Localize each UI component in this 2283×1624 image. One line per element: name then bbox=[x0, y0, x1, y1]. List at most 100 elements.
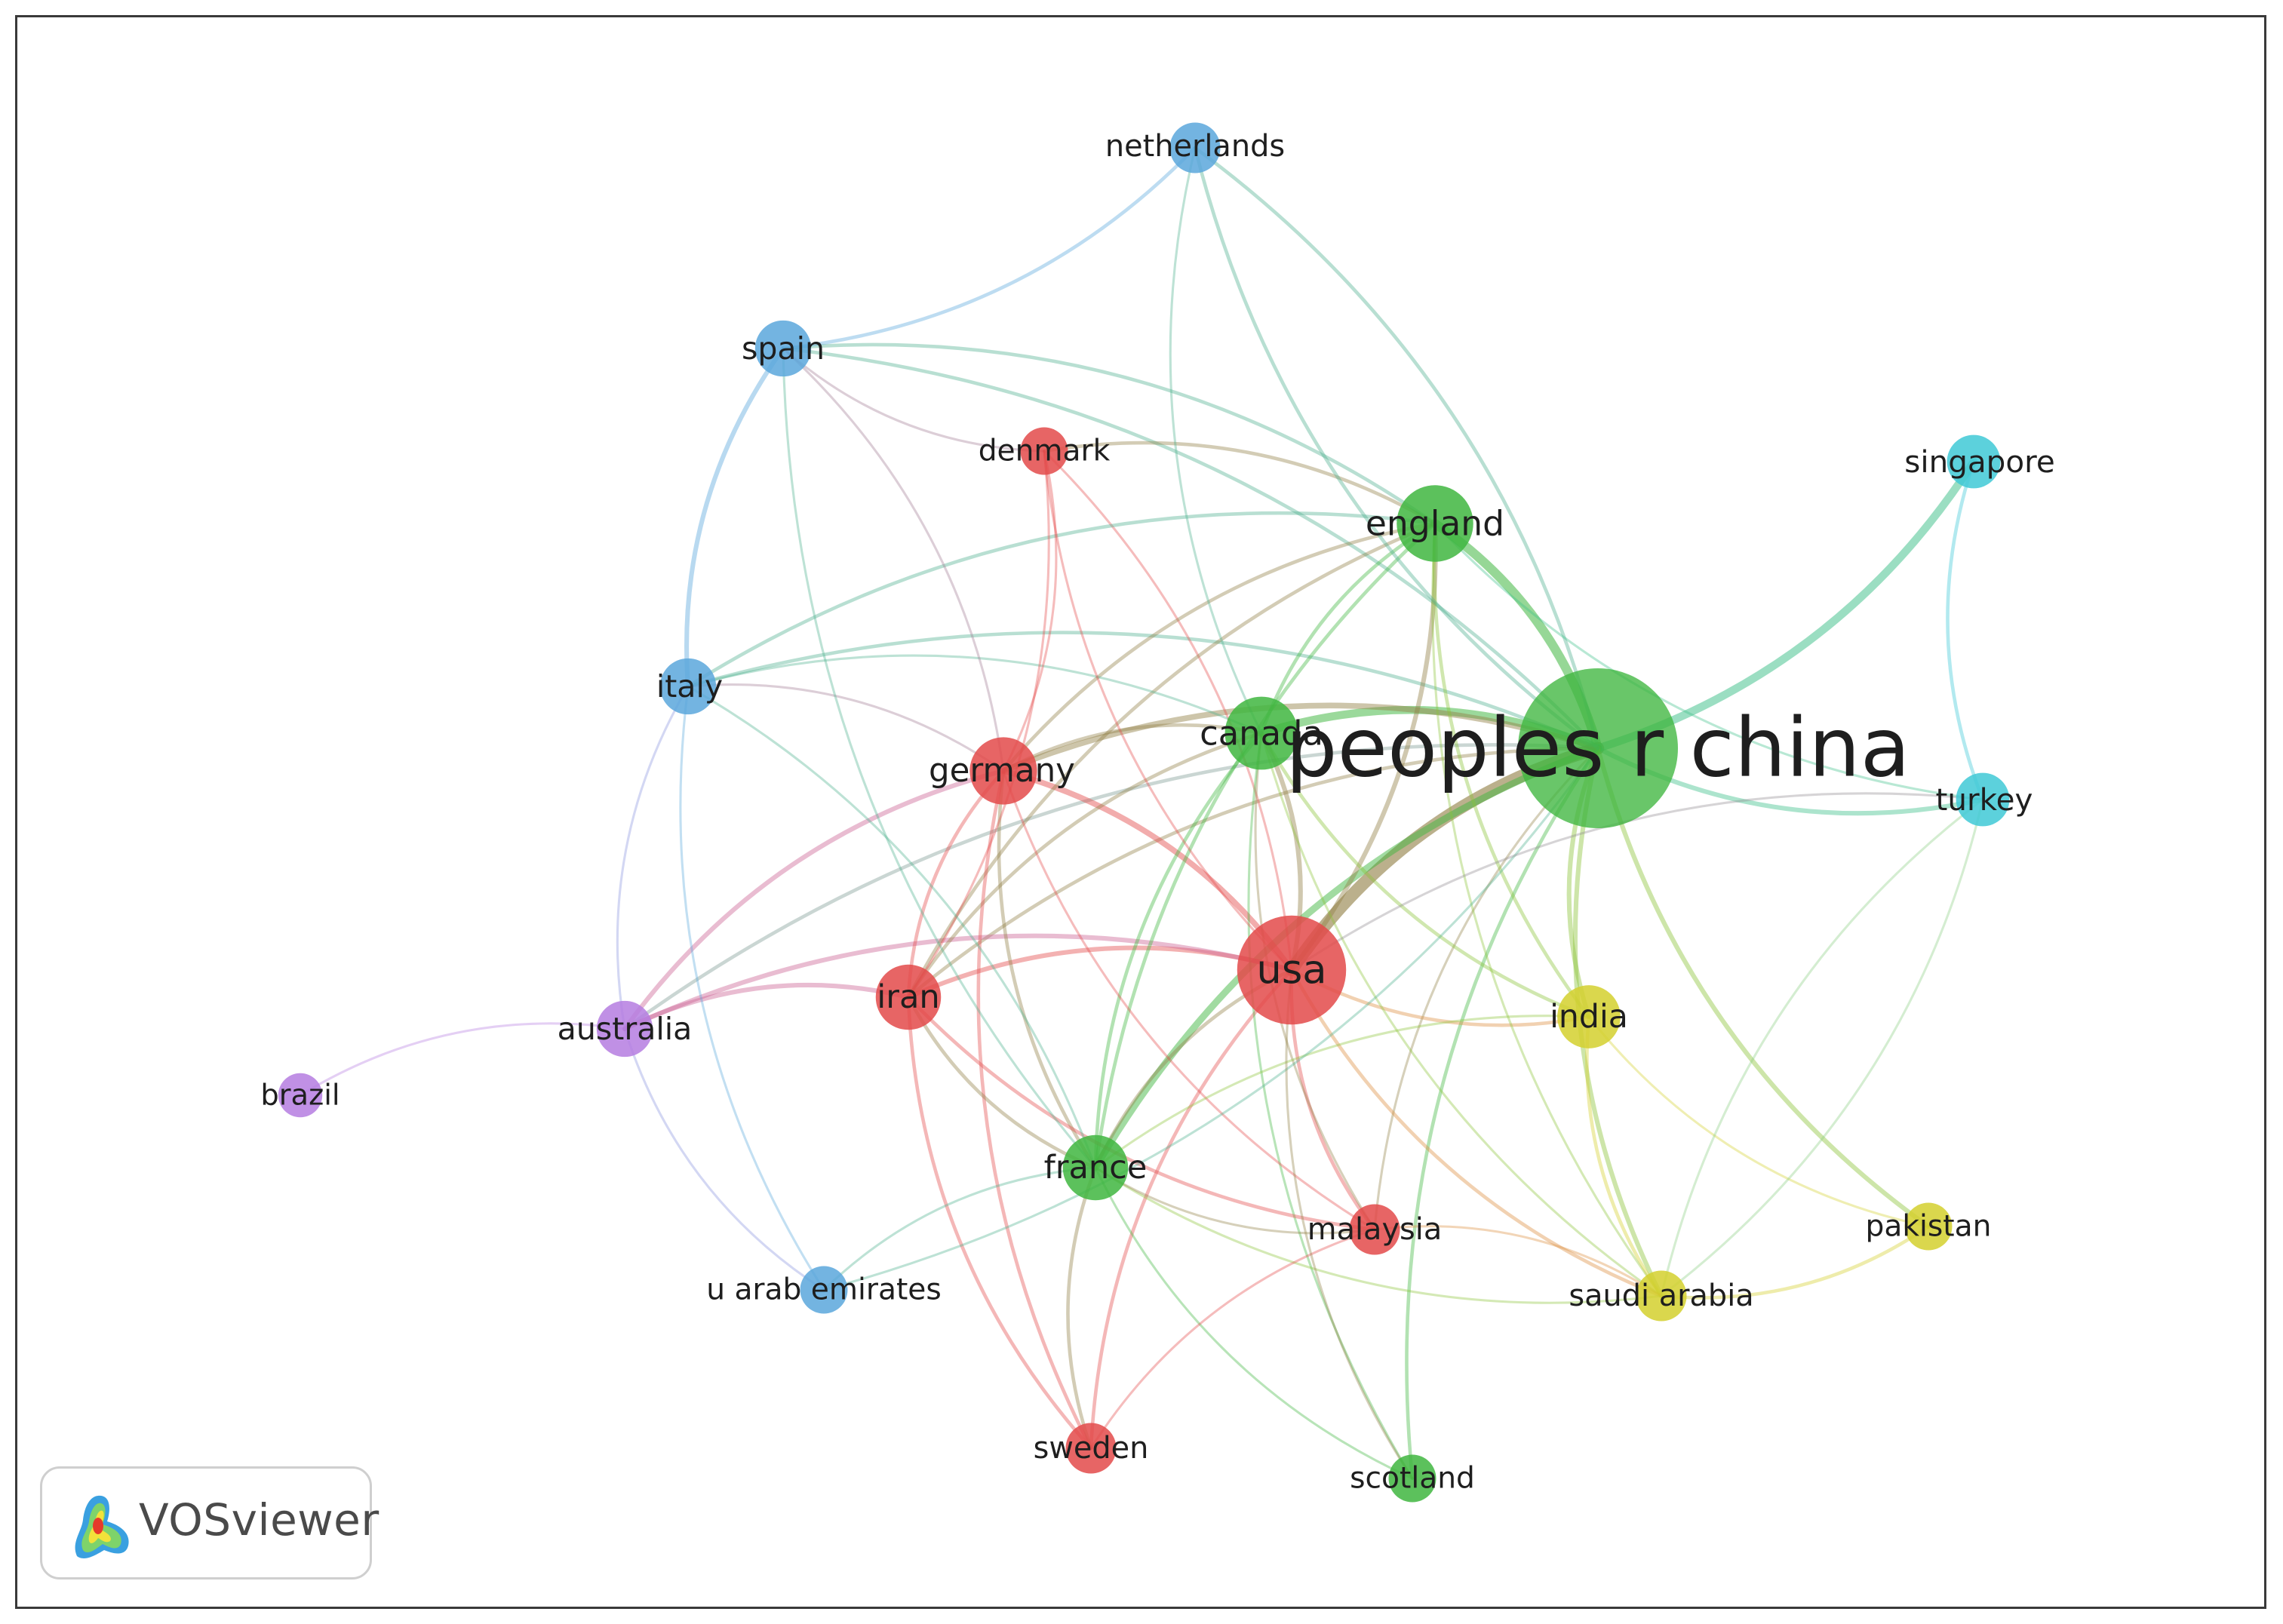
node-singapore[interactable] bbox=[1947, 434, 2001, 489]
link-uae-china bbox=[822, 747, 1599, 1291]
link-usa-england bbox=[1289, 520, 1438, 973]
link-china-scotland bbox=[1405, 746, 1600, 1481]
link-france-scotland bbox=[1094, 1166, 1414, 1480]
node-australia[interactable] bbox=[596, 1000, 653, 1058]
node-label-iran[interactable]: iran bbox=[877, 978, 939, 1016]
node-spain[interactable] bbox=[754, 320, 812, 377]
node-label-denmark[interactable]: denmark bbox=[979, 434, 1111, 468]
link-england-italy bbox=[686, 511, 1437, 689]
link-germany-spain bbox=[782, 347, 1005, 772]
link-england-france bbox=[1093, 521, 1437, 1170]
vosviewer-logo-icon bbox=[75, 1495, 129, 1558]
link-china-germany bbox=[1000, 702, 1601, 774]
visualization-frame bbox=[15, 15, 2266, 1609]
link-england-germany bbox=[1001, 521, 1437, 773]
node-iran[interactable] bbox=[875, 964, 942, 1030]
link-netherlands-china bbox=[1193, 146, 1600, 751]
nodes-layer bbox=[278, 122, 2010, 1503]
node-label-china[interactable]: peoples r china bbox=[1286, 701, 1910, 796]
link-canada-italy bbox=[687, 654, 1263, 735]
node-label-scotland[interactable]: scotland bbox=[1350, 1462, 1475, 1496]
node-label-germany[interactable]: germany bbox=[929, 752, 1075, 790]
node-label-france[interactable]: france bbox=[1044, 1149, 1148, 1187]
link-canada-iran bbox=[906, 731, 1264, 999]
node-china[interactable] bbox=[1518, 668, 1678, 828]
link-india-pakistan bbox=[1587, 1015, 1930, 1228]
link-canada-scotland bbox=[1247, 732, 1414, 1480]
link-india-saudi bbox=[1585, 1015, 1664, 1298]
link-usa-scotland bbox=[1285, 969, 1414, 1480]
link-canada-india bbox=[1259, 731, 1591, 1019]
link-spain-france bbox=[782, 347, 1097, 1169]
node-label-sweden[interactable]: sweden bbox=[1034, 1431, 1149, 1466]
node-label-usa[interactable]: usa bbox=[1256, 947, 1326, 993]
link-turkey-saudi bbox=[1660, 798, 1984, 1297]
link-iran-sweden bbox=[906, 995, 1093, 1451]
node-label-italy[interactable]: italy bbox=[656, 668, 723, 705]
link-france-saudi bbox=[1094, 1166, 1663, 1304]
node-germany[interactable] bbox=[969, 737, 1037, 805]
link-usa-iran bbox=[905, 945, 1295, 1000]
link-iran-denmark bbox=[907, 450, 1050, 999]
node-label-turkey[interactable]: turkey bbox=[1936, 781, 2033, 818]
link-saudi-pakistan bbox=[1659, 1224, 1931, 1300]
node-sweden[interactable] bbox=[1065, 1423, 1117, 1474]
node-india[interactable] bbox=[1557, 985, 1621, 1048]
node-malaysia[interactable] bbox=[1349, 1204, 1400, 1255]
link-singapore-turkey bbox=[1946, 459, 1985, 802]
node-label-singapore[interactable]: singapore bbox=[1904, 444, 2054, 480]
node-uae[interactable] bbox=[800, 1266, 848, 1314]
link-china-netherlands bbox=[1193, 146, 1600, 751]
link-france-malaysia bbox=[1094, 1166, 1376, 1235]
node-label-canada[interactable]: canada bbox=[1200, 714, 1323, 754]
link-england-saudi bbox=[1431, 522, 1663, 1297]
link-china-pakistan bbox=[1595, 745, 1931, 1230]
node-label-brazil[interactable]: brazil bbox=[260, 1079, 340, 1113]
node-label-spain[interactable]: spain bbox=[742, 330, 825, 367]
link-germany-malaysia bbox=[1002, 769, 1376, 1231]
link-spain-italy bbox=[684, 345, 786, 689]
node-label-india[interactable]: india bbox=[1550, 998, 1628, 1036]
link-india-france bbox=[1094, 1015, 1590, 1169]
node-label-uae[interactable]: u arab emirates bbox=[706, 1273, 942, 1307]
node-label-saudi[interactable]: saudi arabia bbox=[1569, 1279, 1753, 1313]
link-germany-denmark bbox=[1002, 450, 1058, 772]
link-canada-france bbox=[1093, 731, 1264, 1170]
link-canada-saudi bbox=[1260, 732, 1663, 1297]
link-usa-saudi bbox=[1289, 968, 1664, 1298]
node-italy[interactable] bbox=[659, 658, 717, 715]
node-scotland[interactable] bbox=[1388, 1454, 1436, 1503]
vosviewer-badge: VOSviewer bbox=[40, 1466, 379, 1579]
node-label-england[interactable]: england bbox=[1366, 504, 1504, 544]
link-england-denmark bbox=[1042, 441, 1437, 526]
link-china-australia bbox=[622, 743, 1600, 1031]
node-label-pakistan[interactable]: pakistan bbox=[1866, 1210, 1992, 1244]
link-spain-denmark bbox=[782, 347, 1046, 453]
node-label-netherlands[interactable]: netherlands bbox=[1105, 129, 1285, 164]
node-label-australia[interactable]: australia bbox=[558, 1011, 693, 1047]
node-brazil[interactable] bbox=[278, 1073, 323, 1118]
node-netherlands[interactable] bbox=[1169, 122, 1221, 173]
link-usa-australia bbox=[622, 933, 1295, 1032]
node-denmark[interactable] bbox=[1020, 427, 1068, 475]
link-france-sweden bbox=[1066, 1165, 1098, 1451]
link-england-spain bbox=[781, 342, 1437, 526]
link-germany-iran bbox=[906, 769, 1006, 999]
node-england[interactable] bbox=[1397, 485, 1473, 562]
node-turkey[interactable] bbox=[1956, 772, 2010, 827]
link-germany-australia bbox=[622, 768, 1006, 1032]
link-saudi-turkey bbox=[1660, 798, 1984, 1297]
node-pakistan[interactable] bbox=[1904, 1202, 1953, 1251]
node-canada[interactable] bbox=[1224, 696, 1298, 770]
link-malaysia-sweden bbox=[1089, 1228, 1376, 1450]
link-italy-australia bbox=[616, 685, 690, 1030]
link-australia-brazil bbox=[299, 1022, 626, 1097]
link-germany-sweden bbox=[976, 769, 1093, 1451]
node-usa[interactable] bbox=[1237, 915, 1347, 1025]
node-saudi[interactable] bbox=[1636, 1270, 1687, 1322]
link-spain-netherlands bbox=[781, 146, 1197, 351]
link-usa-sweden bbox=[1089, 968, 1294, 1451]
node-france[interactable] bbox=[1062, 1134, 1129, 1201]
node-label-malaysia[interactable]: malaysia bbox=[1307, 1212, 1442, 1247]
